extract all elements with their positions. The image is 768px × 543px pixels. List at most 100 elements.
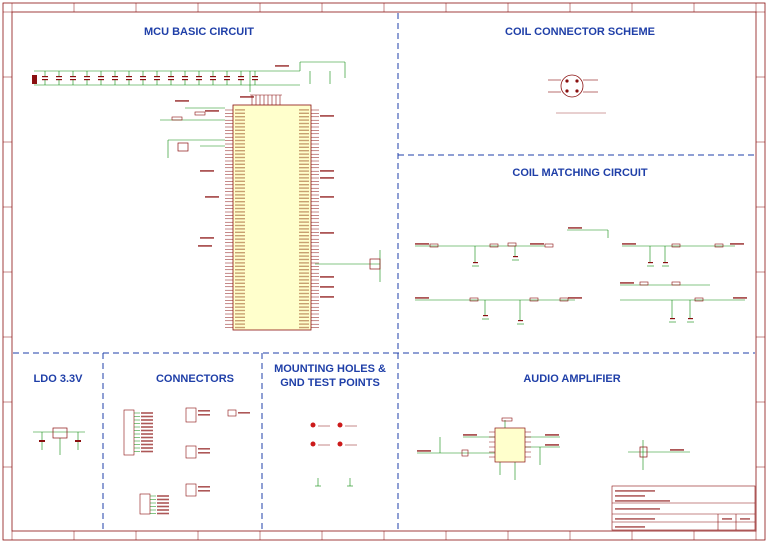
net-label (670, 449, 684, 451)
coil-pin (565, 79, 569, 83)
matching-component (469, 297, 479, 302)
coil-leads (548, 79, 598, 93)
mcu-pin-label (299, 313, 309, 315)
mcu-pin-label (235, 187, 245, 189)
matching-capacitor (670, 318, 675, 320)
mcu-pin-label (299, 289, 309, 291)
header-pin-label (198, 452, 210, 454)
mcu-pin-label (235, 289, 245, 291)
header-pin-label (198, 410, 210, 412)
matching-capacitor (688, 318, 693, 320)
mcu-pin-label (235, 309, 245, 312)
mcu-pin-label (299, 292, 309, 295)
mcu-pin-label (235, 265, 245, 267)
mcu-pin-label (299, 153, 309, 155)
mcu-pin-label (235, 255, 245, 257)
mcu-pin-label (299, 122, 309, 125)
mcu-pin-label (299, 187, 309, 189)
decoupling-capacitor (238, 79, 244, 81)
mcu-pin-label (235, 139, 245, 142)
mcu-pin-label (299, 248, 309, 250)
coil-matching-components (415, 227, 747, 325)
mcu-pin-label (299, 211, 309, 213)
mcu-pin-label (235, 170, 245, 172)
header-pin-label (141, 429, 153, 432)
mcu-pin-label (299, 320, 309, 322)
amp-feedback-resistor (501, 417, 513, 422)
mcu-pin-label (299, 184, 309, 186)
ldo-regulator-ic (52, 427, 68, 439)
mcu-pin-label (235, 160, 245, 162)
matching-component (694, 297, 704, 302)
mcu-pin-label (235, 316, 245, 318)
mcu-net-labels (175, 65, 334, 298)
decoupling-capacitor (42, 79, 48, 81)
mcu-pin-label (299, 269, 309, 271)
mcu-pin-label (235, 252, 245, 254)
mcu-pin-label (299, 275, 309, 278)
header-pin-label (141, 426, 153, 428)
mcu-pin-label (235, 272, 245, 274)
mcu-pin-label (299, 109, 309, 111)
mounting-holes (310, 422, 357, 487)
header-pin-label (141, 450, 153, 453)
decoupling-capacitor (126, 79, 132, 81)
mcu-pin-label (299, 143, 309, 145)
header-pin-label (141, 415, 153, 418)
net-label (730, 243, 744, 245)
mcu-pin-label (299, 133, 309, 135)
decoupling-capacitor (210, 79, 216, 81)
header-pin-label (198, 490, 210, 492)
speaker-symbol (639, 446, 648, 458)
header-pin-label (141, 447, 153, 449)
mcu-pin-label (299, 323, 309, 325)
mcu-pin-label (299, 190, 309, 193)
frame-ticks (3, 3, 765, 540)
net-label (320, 115, 334, 117)
mcu-pin-label (235, 126, 245, 128)
connector-pin-labels (134, 410, 250, 515)
mcu-pin-label (235, 204, 245, 206)
net-label (275, 65, 289, 67)
mcu-pin-label (299, 258, 309, 261)
mcu-pin-label (299, 245, 309, 247)
net-label (320, 286, 334, 288)
main-header-connector (123, 409, 135, 456)
mcu-pin-label (235, 292, 245, 295)
net-label (545, 444, 559, 446)
net-label (320, 296, 334, 298)
net-label (545, 434, 559, 436)
boot-resistor (171, 116, 183, 121)
decoupling-capacitor (84, 79, 90, 81)
header-pin-label (141, 419, 153, 421)
mcu-pin-label (299, 116, 309, 118)
mount-hole-2 (337, 422, 343, 428)
mcu-pin-label (299, 160, 309, 162)
net-label (415, 297, 429, 299)
reset-resistor (194, 111, 206, 116)
mcu-pin-label (299, 150, 309, 152)
mcu-pin-label (235, 262, 245, 264)
net-label (530, 243, 544, 245)
header-pin-label (141, 443, 153, 446)
mcu-pin-label (299, 241, 309, 244)
mcu-pin-label (299, 201, 309, 203)
mount-hole-3 (310, 441, 316, 447)
decoupling-capacitor (140, 79, 146, 81)
mcu-pin-label (299, 156, 309, 159)
mcu-pin-label (299, 180, 309, 182)
title-block-field (740, 518, 750, 520)
mcu-pin-label (299, 119, 309, 121)
section-title-coil-matching: COIL MATCHING CIRCUIT (512, 167, 648, 179)
mcu-pin-label (299, 282, 309, 284)
ldo-output-cap (75, 440, 81, 442)
mcu-pin-label (299, 167, 309, 169)
coil-pin (565, 89, 569, 93)
crystal-oscillator (177, 142, 189, 152)
mcu-basic-circuit (32, 61, 381, 331)
section-dividers (13, 13, 755, 530)
mcu-pin-label (235, 197, 245, 199)
mcu-pin-label (235, 119, 245, 121)
decoupling-capacitor (210, 76, 216, 78)
